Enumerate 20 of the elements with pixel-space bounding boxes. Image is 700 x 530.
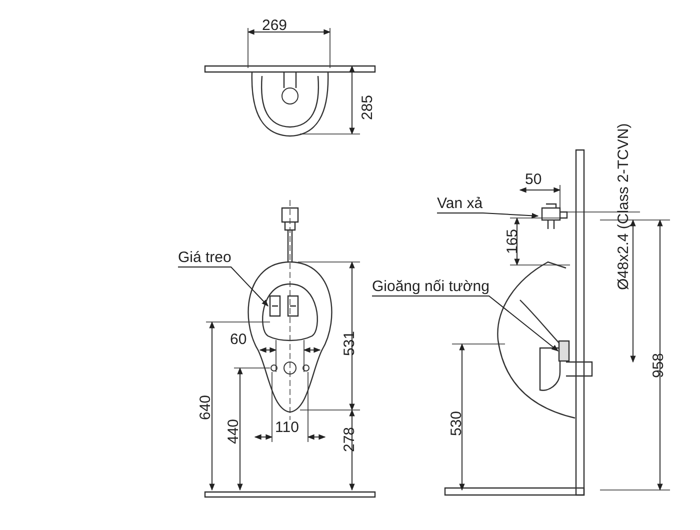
dimension-label: 278 [342, 426, 357, 452]
dimension-label: 530 [449, 410, 464, 436]
dimension-label: 640 [198, 394, 213, 420]
leader-line [372, 296, 559, 352]
dimension-label: 110 [275, 420, 299, 435]
callout-label: Van xả [437, 196, 483, 211]
dimension-label: 531 [342, 330, 357, 356]
callout-label: Giá treo [178, 250, 232, 265]
pipe-spec-label: Ø48x2.4 (Class 2-TCVN) [616, 123, 631, 290]
dimension-label: 440 [226, 418, 241, 444]
wall-gasket-drawing [558, 340, 570, 362]
dimension-label: 165 [505, 228, 520, 254]
dimension-label: 285 [360, 94, 375, 120]
callout-label: Gioăng nối tường [372, 279, 490, 294]
leader-line [178, 266, 268, 306]
leader-line [436, 212, 539, 218]
dimension-label: 958 [651, 352, 666, 378]
dimension-label: 50 [525, 172, 542, 187]
dimension-label: 60 [230, 332, 247, 347]
dimension-label: 269 [262, 18, 288, 33]
